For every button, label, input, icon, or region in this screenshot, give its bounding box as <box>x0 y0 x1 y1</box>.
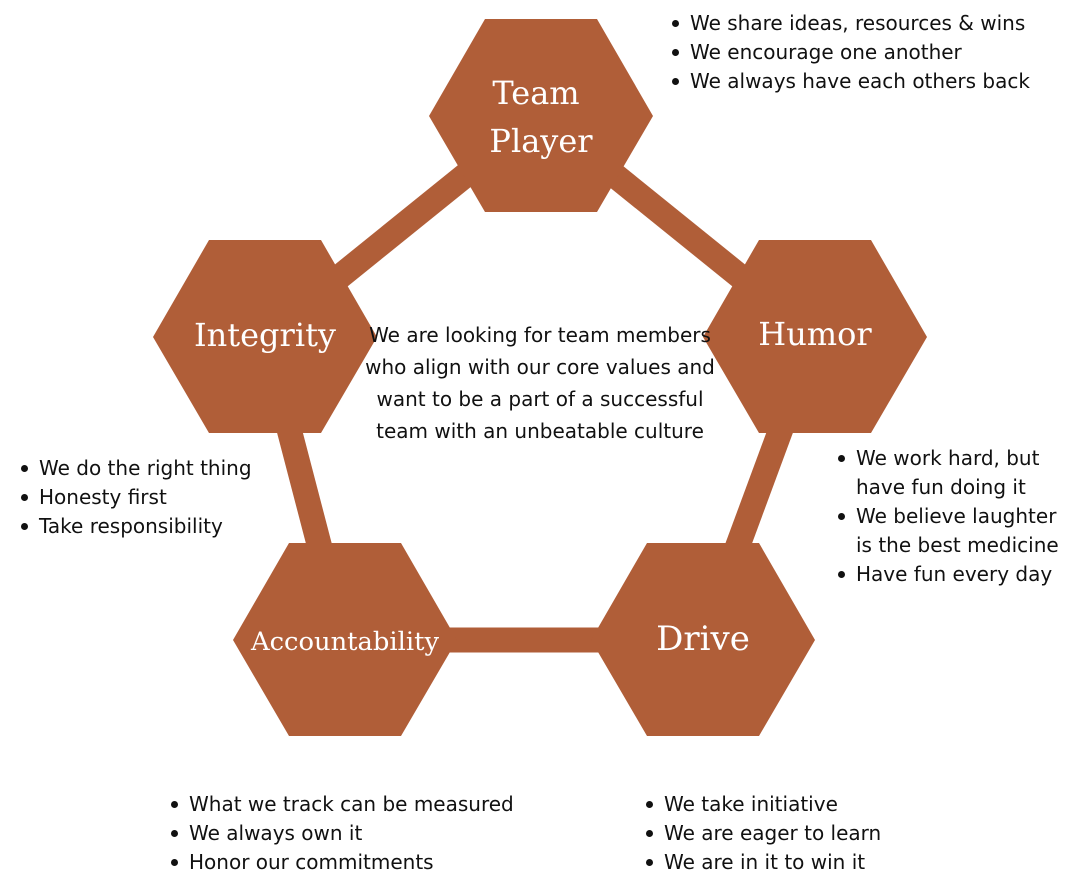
list-item: Have fun every day <box>836 560 1059 589</box>
hex-label-accountability: Accountability <box>250 627 440 656</box>
list-item: Honesty first <box>19 483 252 512</box>
list-item: We believe laughter <box>836 502 1059 531</box>
center-statement: We are looking for team members who alig… <box>365 323 715 443</box>
list-item: We always own it <box>169 819 514 848</box>
list-item: We work hard, but <box>836 444 1059 473</box>
hex-label-team-player-line2: Player <box>489 122 593 160</box>
hex-label-humor: Humor <box>758 315 872 353</box>
integrity-bullets: We do the right thing Honesty first Take… <box>19 454 252 541</box>
list-item: We always have each others back <box>670 67 1030 96</box>
list-item: We are eager to learn <box>644 819 881 848</box>
list-item: We encourage one another <box>670 38 1030 67</box>
list-item-continuation: have fun doing it <box>856 475 1026 499</box>
accountability-bullets: What we track can be measured We always … <box>169 790 514 877</box>
list-item: We share ideas, resources & wins <box>670 9 1030 38</box>
drive-bullets: We take initiative We are eager to learn… <box>644 790 881 877</box>
humor-bullets: We work hard, but have fun doing it We b… <box>836 444 1059 589</box>
hex-label-team-player-line1: Team <box>492 74 579 112</box>
hexagon-team-player <box>429 19 653 212</box>
list-item: We are in it to win it <box>644 848 881 877</box>
list-item: What we track can be measured <box>169 790 514 819</box>
hexagon-integrity <box>153 240 377 433</box>
team-player-bullets: We share ideas, resources & wins We enco… <box>670 9 1030 96</box>
list-item: We take initiative <box>644 790 881 819</box>
list-item: We do the right thing <box>19 454 252 483</box>
hexagon-drive <box>591 543 815 736</box>
list-item: Take responsibility <box>19 512 252 541</box>
list-item: Honor our commitments <box>169 848 514 877</box>
hex-label-drive: Drive <box>656 619 750 659</box>
list-item-continuation: is the best medicine <box>856 533 1059 557</box>
hexagon-humor <box>703 240 927 433</box>
hex-label-integrity: Integrity <box>194 316 336 354</box>
hexagon-accountability <box>233 543 457 736</box>
